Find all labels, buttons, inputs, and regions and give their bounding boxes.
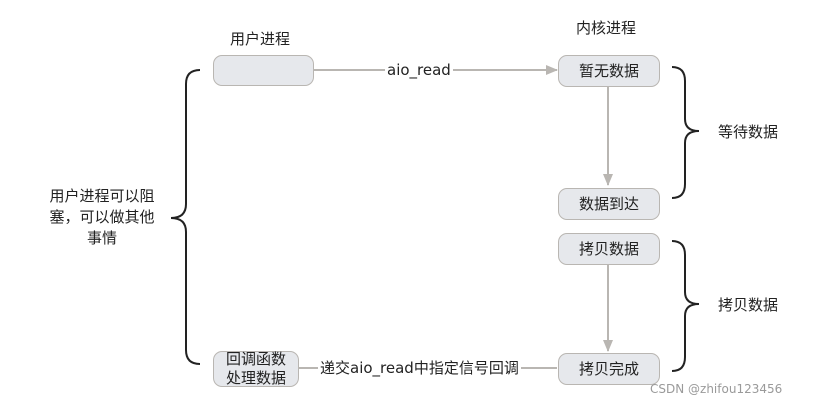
callback-label-line2: 处理数据 [225, 369, 286, 387]
user-process-brace [170, 69, 201, 365]
user-note-line3: 事情 [86, 229, 117, 247]
user-note-line2: 塞，可以做其他 [49, 208, 155, 226]
copy-data-note: 拷贝数据 [718, 296, 779, 314]
kernel-process-header: 内核进程 [576, 19, 637, 37]
user-process-box [213, 55, 314, 86]
user-process-note: 用户进程可以阻 塞，可以做其他 事情 [38, 186, 166, 249]
data-arrived-label: 数据到达 [578, 194, 639, 213]
csdn-watermark: CSDN @zhifou123456 [650, 382, 783, 396]
data-arrived-box: 数据到达 [558, 188, 660, 220]
user-process-header: 用户进程 [230, 30, 291, 48]
aio-read-label: aio_read [385, 60, 453, 80]
wait-brace [671, 66, 700, 199]
copy-done-box: 拷贝完成 [558, 353, 660, 385]
signal-callback-label: 递交aio_read中指定信号回调 [318, 358, 521, 378]
copy-done-label: 拷贝完成 [578, 359, 639, 378]
copy-data-label: 拷贝数据 [578, 239, 639, 258]
no-data-label: 暂无数据 [578, 61, 639, 80]
copy-brace [671, 240, 700, 372]
wait-data-note: 等待数据 [718, 123, 779, 141]
callback-box: 回调函数 处理数据 [213, 350, 299, 387]
copy-data-box: 拷贝数据 [558, 233, 660, 265]
user-note-line1: 用户进程可以阻 [49, 187, 155, 205]
callback-label-line1: 回调函数 [225, 350, 286, 368]
no-data-box: 暂无数据 [558, 55, 660, 87]
